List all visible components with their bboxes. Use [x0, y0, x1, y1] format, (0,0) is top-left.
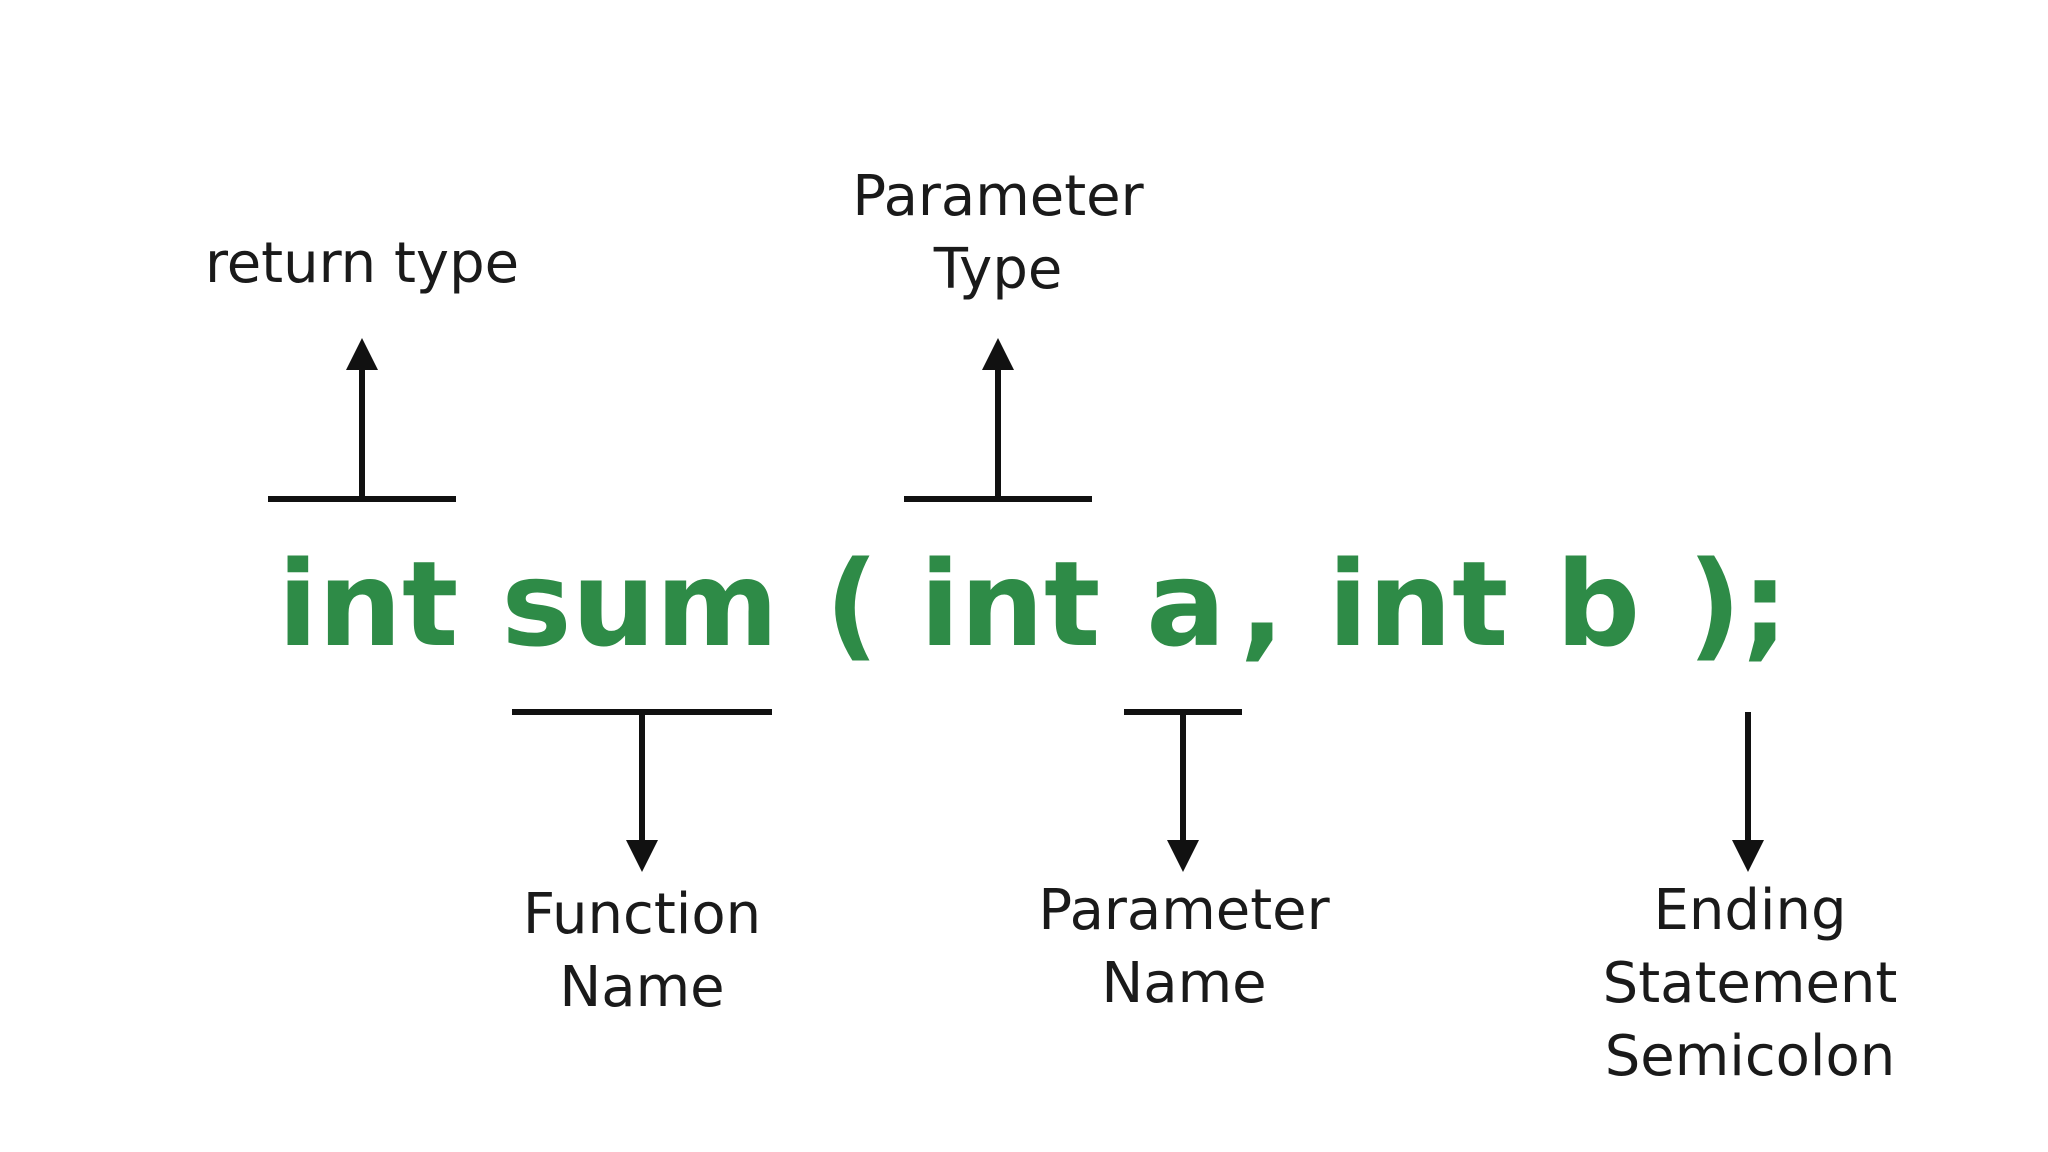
code-line: int sum ( int a , int b );: [278, 535, 1789, 673]
code-token-comma: ,: [1240, 535, 1285, 673]
parameter-type-label-line2: Type: [933, 237, 1063, 302]
parameter-type-annotation: Parameter Type: [852, 164, 1145, 502]
code-token-param2-name: b: [1556, 535, 1640, 673]
arrow-down-icon: [1732, 840, 1764, 872]
code-token-close-paren-semicolon: );: [1687, 535, 1788, 673]
code-token-param2-type: int: [1328, 535, 1509, 673]
arrow-down-icon: [1167, 840, 1199, 872]
ending-semicolon-annotation: Ending Statement Semicolon: [1603, 712, 1898, 1089]
parameter-name-label-line2: Name: [1101, 951, 1266, 1016]
function-name-label-line2: Name: [559, 955, 724, 1020]
ending-semicolon-label-line3: Semicolon: [1605, 1024, 1895, 1089]
return-type-annotation: return type: [205, 231, 519, 502]
parameter-name-annotation: Parameter Name: [1038, 709, 1331, 1016]
arrow-down-icon: [626, 840, 658, 872]
function-name-annotation: Function Name: [512, 709, 772, 1020]
arrow-up-icon: [346, 338, 378, 370]
code-token-return-type: int: [278, 535, 459, 673]
parameter-type-label-line1: Parameter: [852, 164, 1144, 229]
ending-semicolon-label-line1: Ending: [1653, 878, 1846, 943]
code-token-open-paren: (: [825, 535, 879, 673]
arrow-up-icon: [982, 338, 1014, 370]
return-type-label: return type: [205, 231, 519, 296]
code-token-param1-name: a: [1146, 535, 1226, 673]
function-name-label-line1: Function: [523, 882, 761, 947]
parameter-name-label-line1: Parameter: [1038, 878, 1330, 943]
ending-semicolon-label-line2: Statement: [1603, 951, 1898, 1016]
code-token-function-name: sum: [501, 535, 778, 673]
code-token-param1-type: int: [920, 535, 1101, 673]
